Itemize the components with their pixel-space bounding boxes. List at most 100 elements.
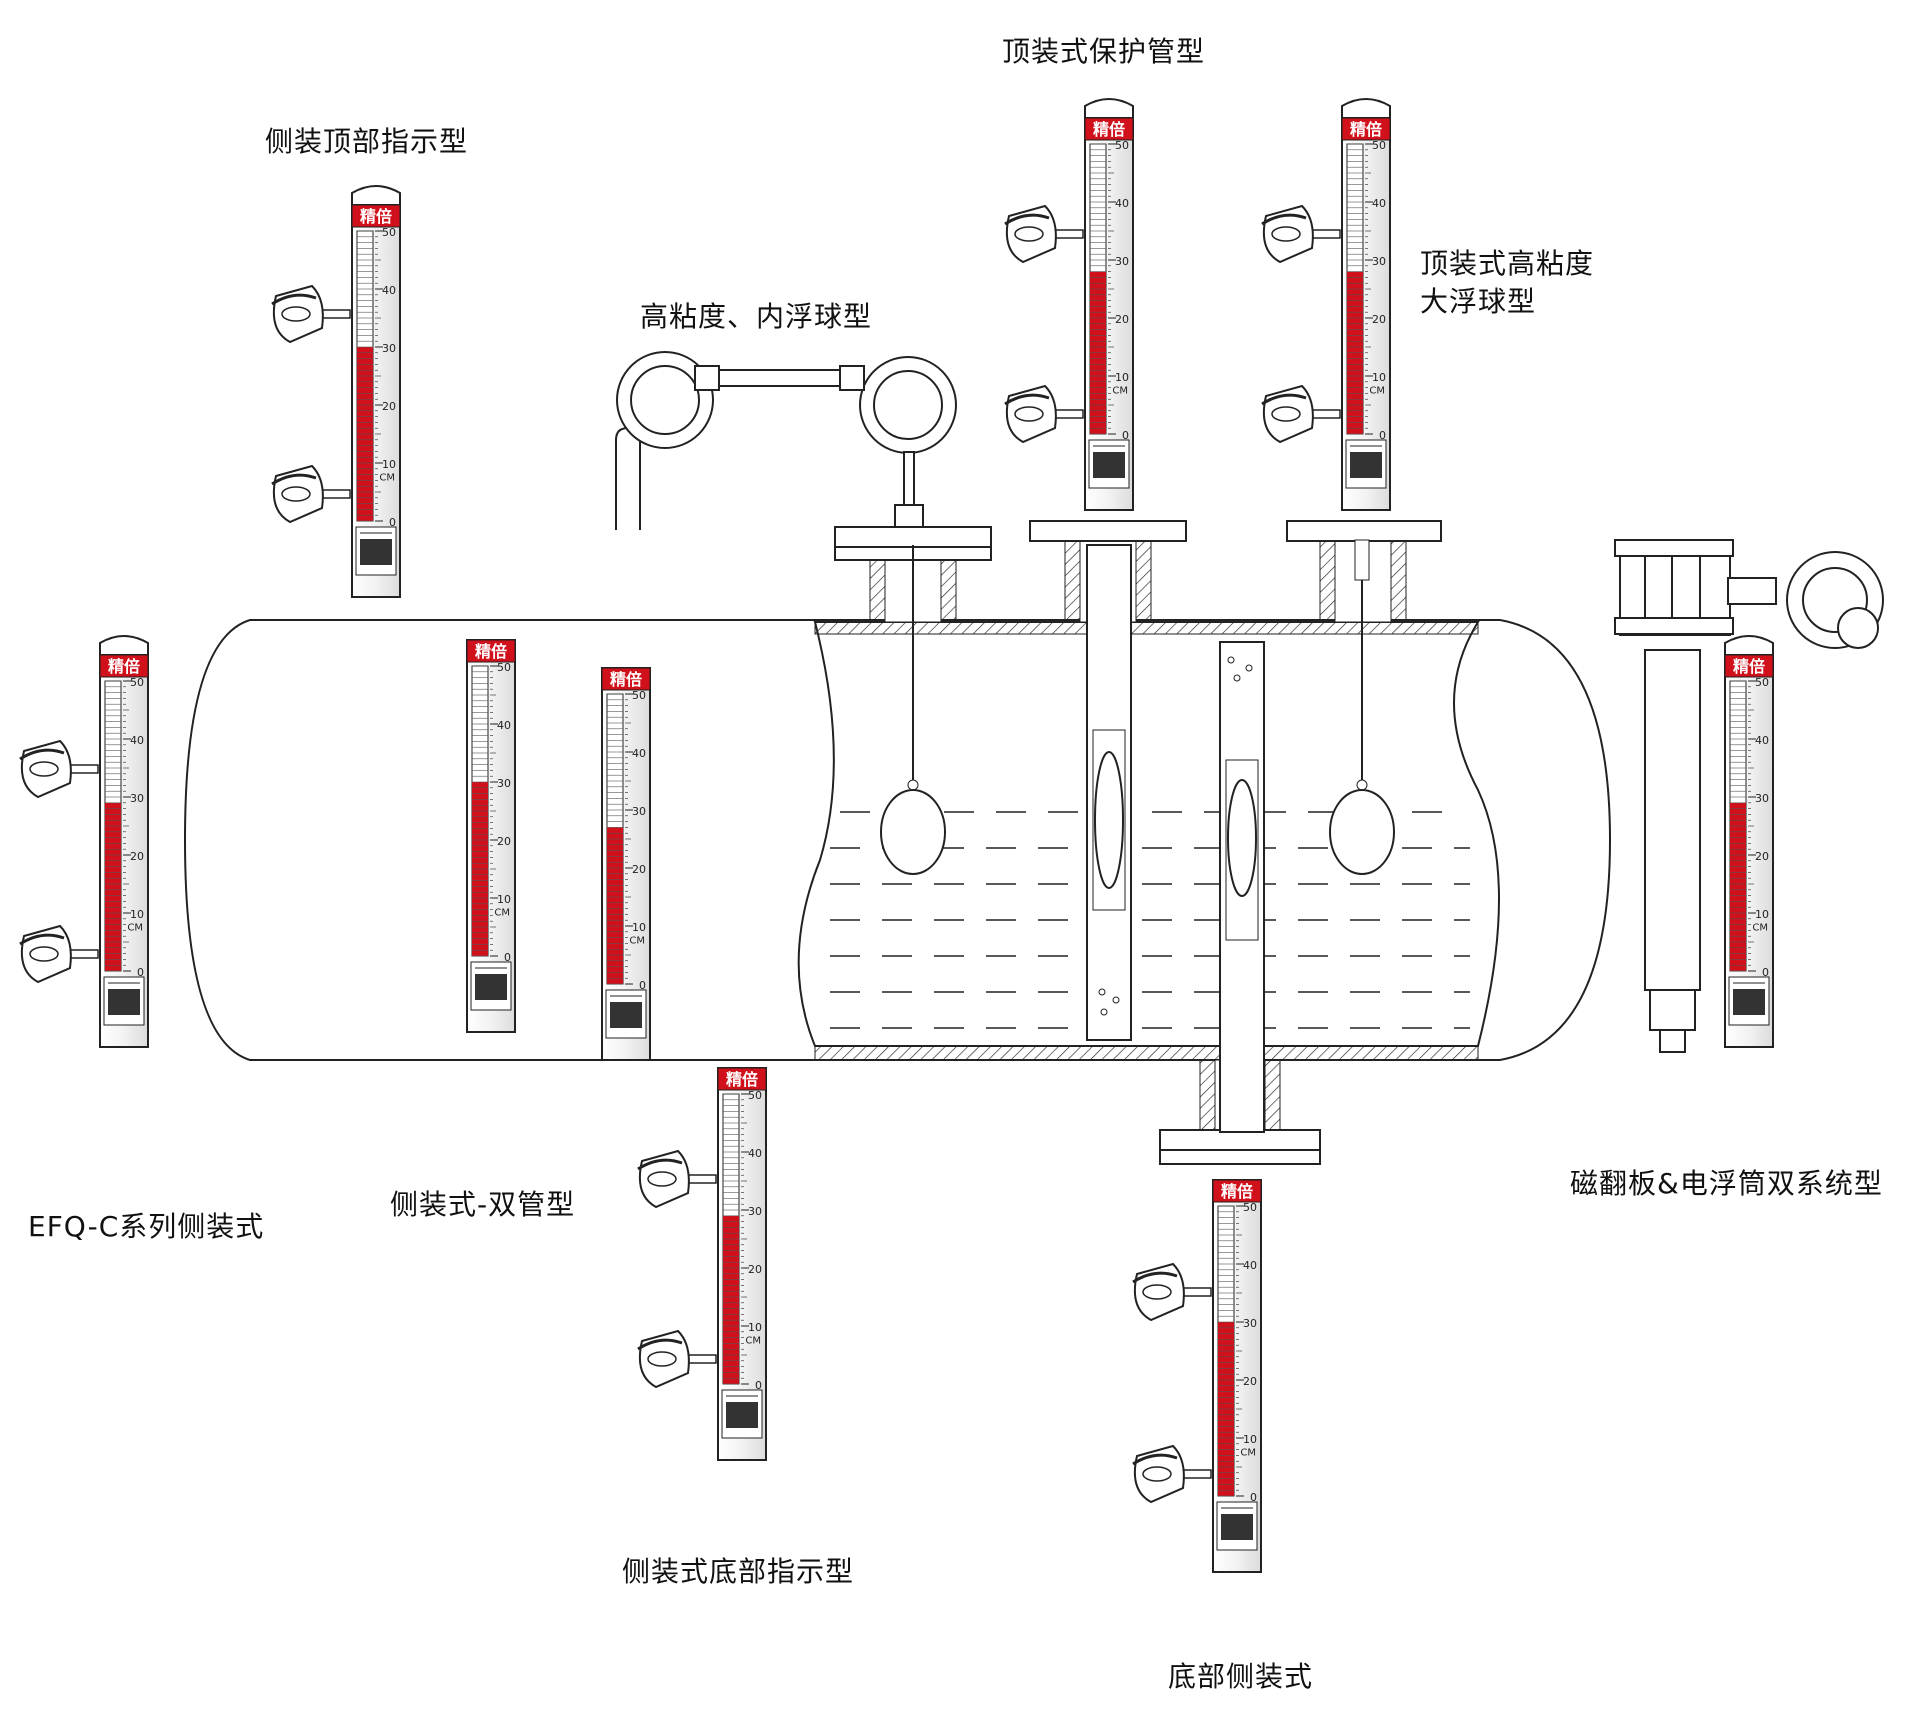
scale-tick-label: 50 xyxy=(382,226,396,239)
brand-label: 精倍 xyxy=(1733,657,1765,676)
scale-tick-label: 10 xyxy=(1243,1433,1257,1446)
scale-tick-label: 20 xyxy=(748,1263,762,1276)
vessel-wall-top xyxy=(814,621,1479,635)
scale-tick-label: 40 xyxy=(130,734,144,747)
brand-label-bg xyxy=(1724,654,1774,678)
scale-tick-label: 30 xyxy=(1755,792,1769,805)
scale-tick-label: 10 xyxy=(130,908,144,921)
scale-tick-label: 20 xyxy=(1115,313,1129,326)
scale-tick-label: 10 xyxy=(1115,371,1129,384)
scale-tick-label: 20 xyxy=(632,863,646,876)
brand-label-bg xyxy=(1341,117,1391,141)
brand-label: 精倍 xyxy=(726,1070,758,1089)
caption-dual-system: 磁翻板&电浮筒双系统型 xyxy=(1570,1167,1883,1200)
scale-tick-label: 50 xyxy=(130,676,144,689)
scale-tick-label: 10 xyxy=(497,893,511,906)
scale-tick-label: 30 xyxy=(130,792,144,805)
scale-tick-label: 0 xyxy=(1250,1491,1257,1504)
scale-unit-label: CM xyxy=(494,907,510,918)
scale-tick-label: 0 xyxy=(1122,429,1129,442)
level-indicator-red xyxy=(1730,802,1746,971)
scale-unit-label: CM xyxy=(629,935,645,946)
level-indicator-red xyxy=(607,827,623,984)
scale-tick-label: 20 xyxy=(130,850,144,863)
scale-tick-label: 20 xyxy=(1372,313,1386,326)
scale-tick-label: 30 xyxy=(1115,255,1129,268)
brand-label: 精倍 xyxy=(475,642,507,661)
scale-tick-label: 0 xyxy=(755,1379,762,1392)
scale-tick-label: 10 xyxy=(748,1321,762,1334)
scale-tick-label: 10 xyxy=(1372,371,1386,384)
scale-tick-label: 0 xyxy=(504,951,511,964)
scale-tick-label: 20 xyxy=(382,400,396,413)
scale-tick-label: 50 xyxy=(1115,139,1129,152)
brand-label: 精倍 xyxy=(1093,120,1125,139)
caption-efq-c-side: EFQ-C系列侧装式 xyxy=(28,1210,265,1243)
brand-label-bg xyxy=(99,654,149,678)
scale-tick-label: 50 xyxy=(497,661,511,674)
brand-label-bg xyxy=(351,204,401,228)
scale-tick-label: 40 xyxy=(1115,197,1129,210)
scale-unit-label: CM xyxy=(745,1335,761,1346)
scale-unit-label: CM xyxy=(1752,922,1768,933)
scale-unit-label: CM xyxy=(1369,385,1385,396)
scale-tick-label: 20 xyxy=(1243,1375,1257,1388)
scale-unit-label: CM xyxy=(1112,385,1128,396)
scale-tick-label: 10 xyxy=(1755,908,1769,921)
scale-tick-label: 0 xyxy=(1379,429,1386,442)
brand-label-bg xyxy=(1212,1179,1262,1203)
scale-tick-label: 50 xyxy=(632,689,646,702)
scale-tick-label: 40 xyxy=(497,719,511,732)
brand-label: 精倍 xyxy=(610,670,642,689)
scale-tick-label: 0 xyxy=(639,979,646,992)
level-indicator-red xyxy=(723,1215,739,1384)
scale-tick-label: 50 xyxy=(1243,1201,1257,1214)
scale-tick-label: 50 xyxy=(1372,139,1386,152)
caption-top-high-viscosity-line2: 大浮球型 xyxy=(1420,285,1537,318)
scale-tick-label: 50 xyxy=(1755,676,1769,689)
caption-high-viscosity-inner-ball: 高粘度、内浮球型 xyxy=(640,300,873,333)
scale-tick-label: 0 xyxy=(389,516,396,529)
brand-label-bg xyxy=(717,1067,767,1091)
brand-label: 精倍 xyxy=(1221,1182,1253,1201)
scale-unit-label: CM xyxy=(127,922,143,933)
scale-tick-label: 30 xyxy=(382,342,396,355)
caption-side-double-tube: 侧装式-双管型 xyxy=(390,1188,576,1221)
scale-unit-label: CM xyxy=(1240,1447,1256,1458)
scale-tick-label: 10 xyxy=(382,458,396,471)
scale-tick-label: 30 xyxy=(632,805,646,818)
brand-label-bg xyxy=(601,667,651,691)
scale-tick-label: 0 xyxy=(137,966,144,979)
gauges-layer: 精倍50403020100CM精倍50403020100CM精倍50403020… xyxy=(19,98,1774,1573)
scale-tick-label: 30 xyxy=(1243,1317,1257,1330)
caption-bottom-side: 底部侧装式 xyxy=(1168,1660,1314,1693)
scale-tick-label: 20 xyxy=(497,835,511,848)
scale-tick-label: 30 xyxy=(748,1205,762,1218)
scale-tick-label: 20 xyxy=(1755,850,1769,863)
vessel-wall-bottom xyxy=(814,1045,1479,1061)
protection-tube-float xyxy=(1086,544,1132,1041)
dual-system-chamber xyxy=(1614,539,1884,1053)
level-indicator-red xyxy=(105,802,121,971)
caption-side-bottom-indicator: 侧装式底部指示型 xyxy=(622,1555,855,1588)
scale-tick-label: 40 xyxy=(1243,1259,1257,1272)
scale-tick-label: 30 xyxy=(1372,255,1386,268)
scale-tick-label: 40 xyxy=(382,284,396,297)
caption-side-top-indicator: 侧装顶部指示型 xyxy=(265,125,469,158)
brand-label: 精倍 xyxy=(108,657,140,676)
caption-top-high-viscosity: 顶装式高粘度 大浮球型 xyxy=(1420,245,1594,321)
caption-top-protection-tube: 顶装式保护管型 xyxy=(1002,35,1206,68)
scale-tick-label: 40 xyxy=(632,747,646,760)
scale-tick-label: 40 xyxy=(1372,197,1386,210)
scale-tick-label: 50 xyxy=(748,1089,762,1102)
